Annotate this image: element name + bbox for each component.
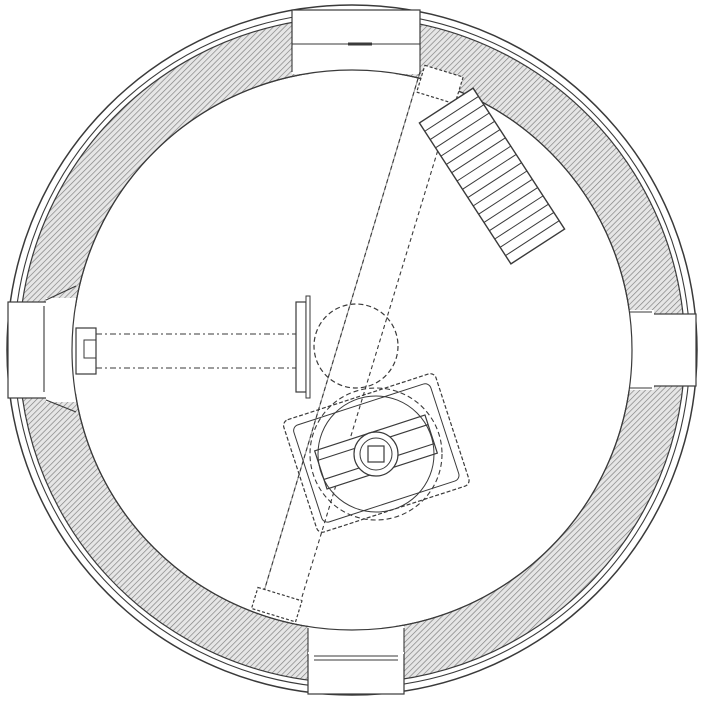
- stair-tread: [451, 137, 506, 174]
- outer-ring-outer: [6, 4, 698, 696]
- stair-tread: [478, 178, 533, 215]
- mount-hub-inner: [359, 437, 393, 471]
- horizontal-arm: [75, 295, 311, 399]
- outer-ring-inner: [13, 11, 691, 689]
- stair-tread: [462, 154, 517, 190]
- stair: [418, 87, 566, 265]
- stair-tread: [483, 187, 538, 223]
- stair-tread: [424, 95, 479, 132]
- top-carriage: [415, 64, 464, 105]
- stair-tread: [456, 145, 512, 182]
- stair-tread: [429, 104, 485, 140]
- opening-right: [628, 310, 697, 390]
- mount-ring-outer: [309, 387, 443, 521]
- stair-tread: [446, 129, 501, 165]
- opening-left: [7, 285, 77, 413]
- inner-wall-edge: [71, 69, 633, 631]
- stair-tread: [467, 162, 522, 198]
- stair-tread: [494, 203, 549, 240]
- bottom-carriage: [250, 586, 303, 623]
- diagonal-rails: [261, 71, 459, 611]
- stair-tread: [499, 212, 555, 248]
- stair-treads: [424, 95, 560, 257]
- wall-ring: [18, 16, 686, 684]
- stair-tread: [440, 120, 495, 157]
- mount-ring-inner: [317, 395, 435, 513]
- mount-axle: [367, 445, 385, 463]
- stair-tread: [472, 170, 528, 207]
- stair-tread: [435, 112, 490, 149]
- stair-tread: [489, 195, 544, 232]
- opening-bottom: [307, 626, 405, 695]
- opening-top: [291, 9, 421, 74]
- pivot-circle: [313, 303, 399, 389]
- stair-tread: [505, 220, 560, 257]
